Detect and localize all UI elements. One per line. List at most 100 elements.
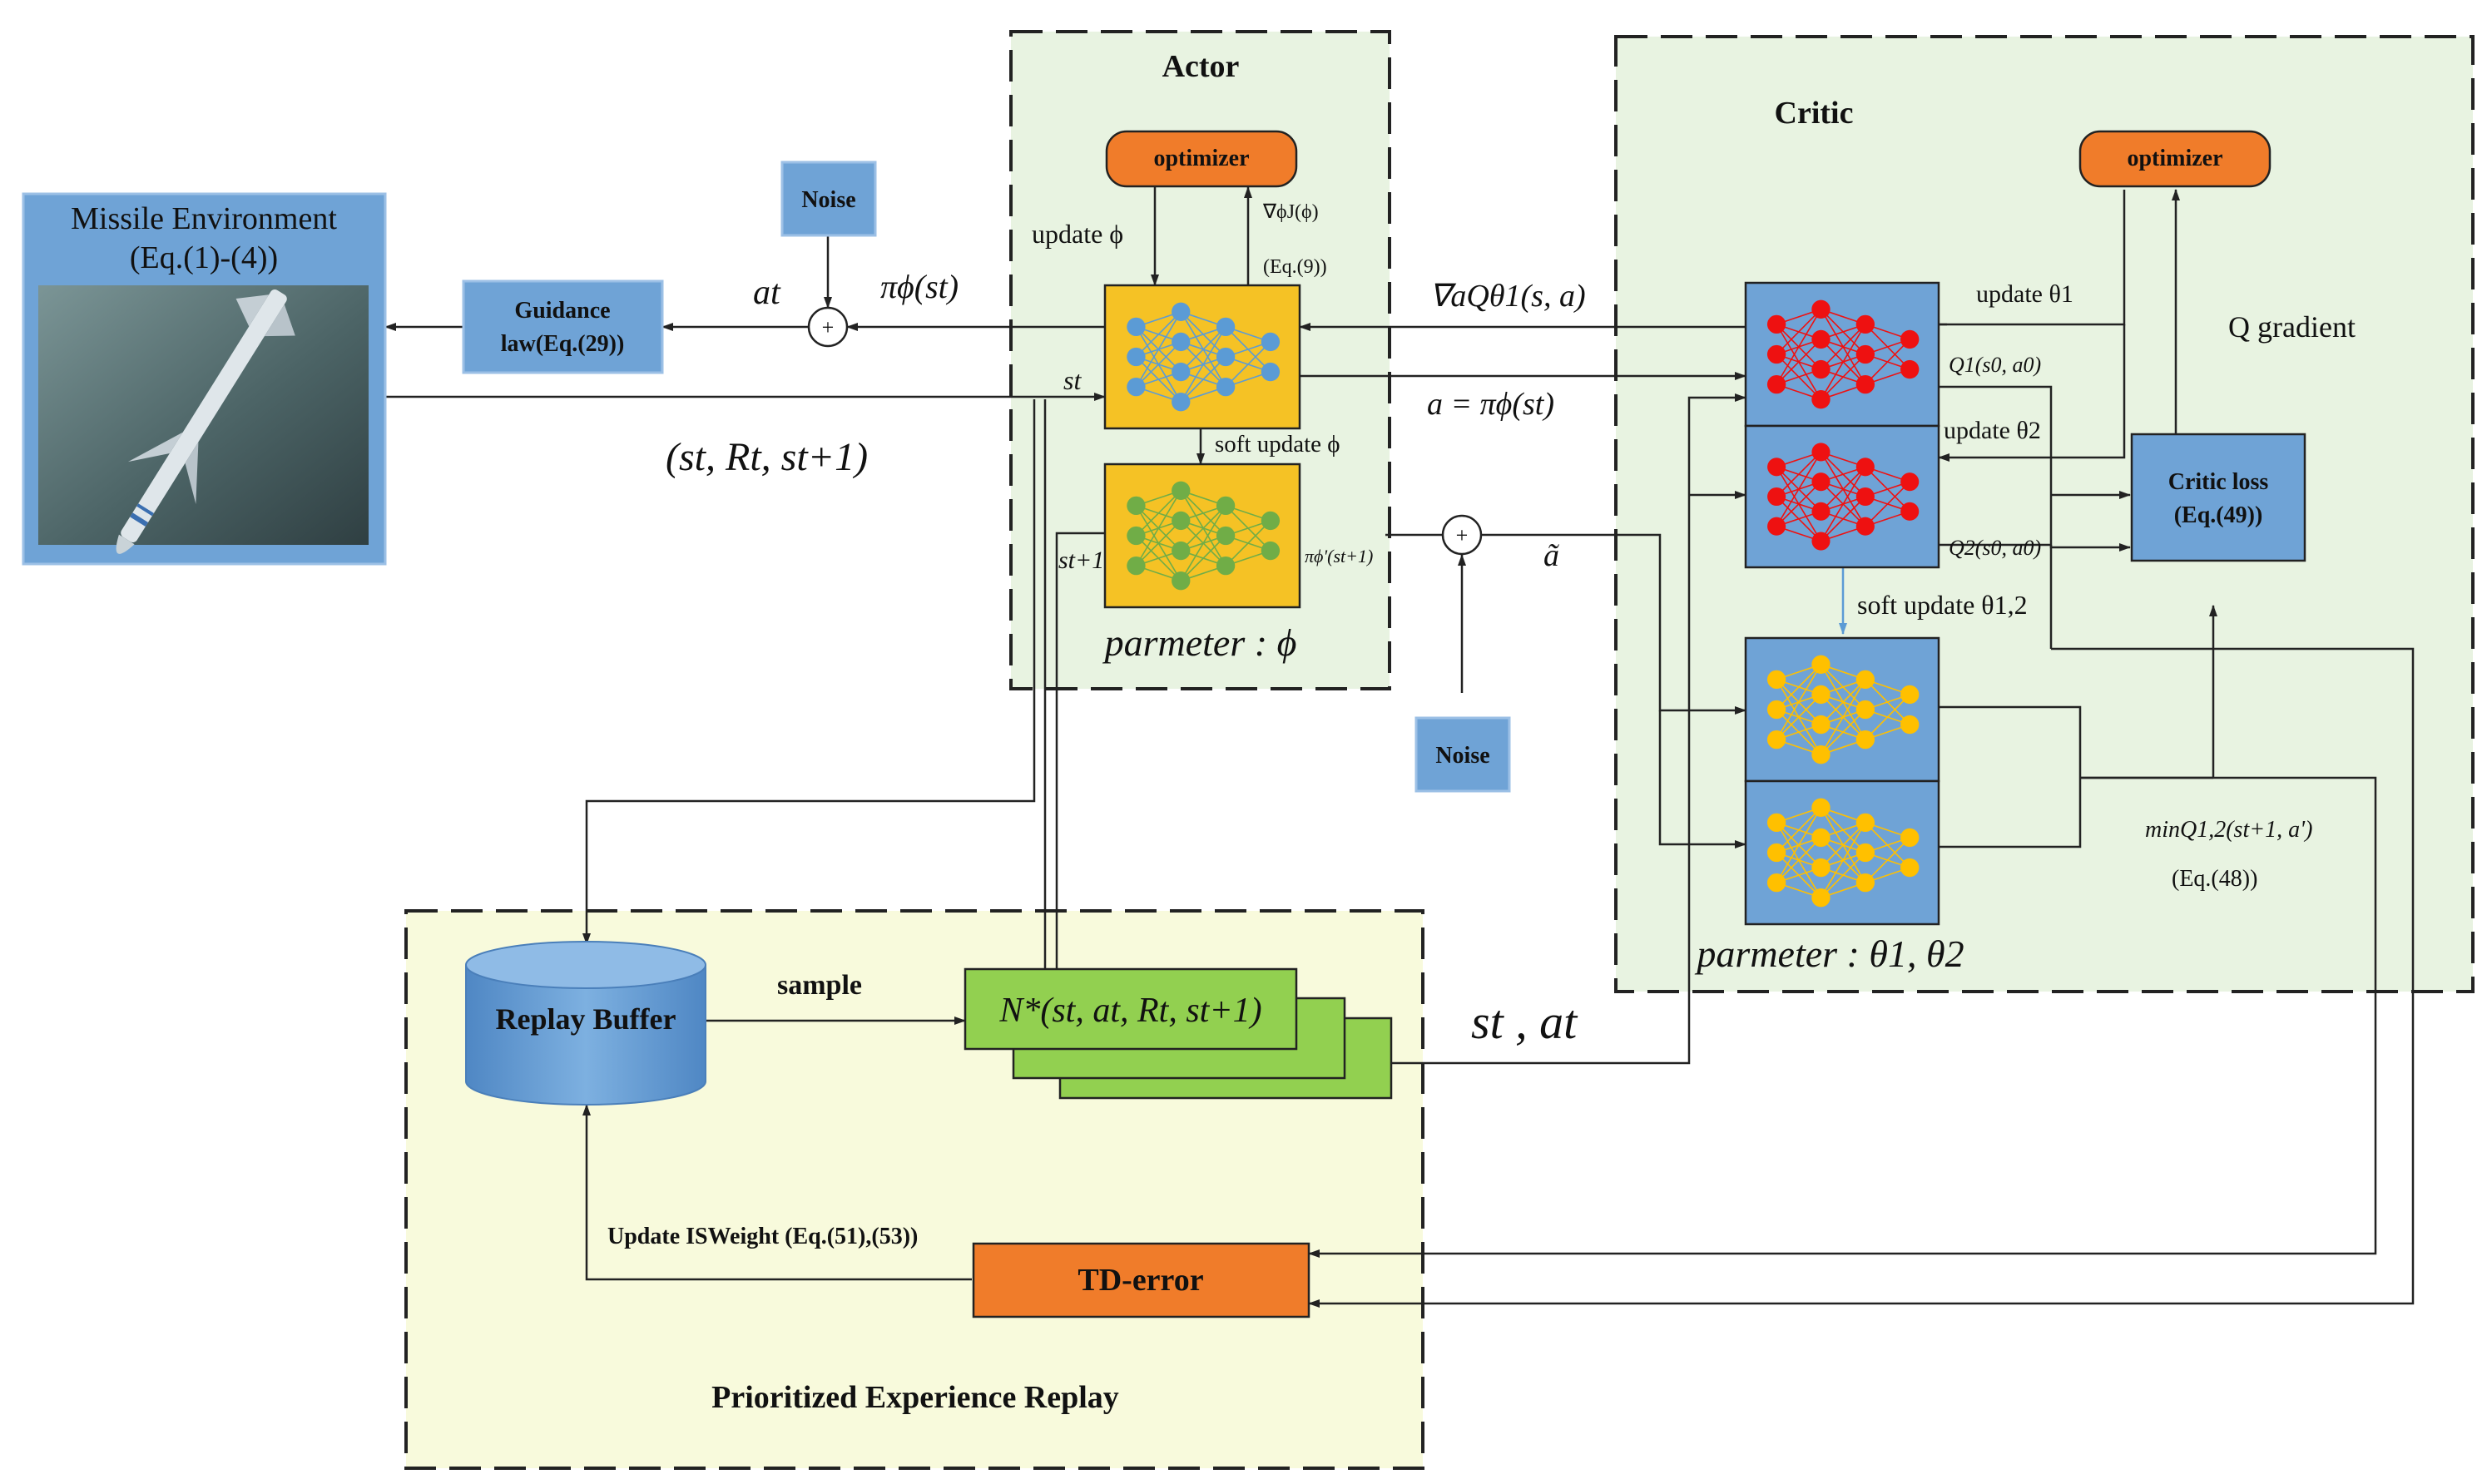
target-critic-network-2 <box>1744 779 1940 926</box>
target-critic1-net-node <box>1811 685 1831 705</box>
env-title-line1: Missile Environment <box>71 201 337 236</box>
critic1-net-edge <box>1776 339 1822 385</box>
critic-min-q: minQ1,2(st+1, a') <box>2145 817 2312 843</box>
critic2-net-edge <box>1820 496 1866 542</box>
critic1-net-edge <box>1865 339 1910 385</box>
signal-pi-st: πϕ(st) <box>880 268 959 305</box>
target-critic1-net-node <box>1855 670 1875 690</box>
target-actor-net-edge <box>1225 520 1271 566</box>
target-critic2-net-edge <box>1776 807 1822 883</box>
critic-optimizer: optimizer <box>2078 130 2271 188</box>
target-critic2-net-node <box>1766 813 1786 833</box>
critic2-net-edge <box>1776 452 1822 527</box>
target-actor-net-node <box>1216 496 1236 516</box>
actor-optimizer: optimizer <box>1105 130 1298 188</box>
critic-loss-line2: (Eq.(49)) <box>2174 502 2263 528</box>
target-critic1-net-node <box>1766 670 1786 690</box>
target-critic1-net-edge <box>1820 679 1866 725</box>
target-critic2-net-node <box>1855 813 1875 833</box>
critic-param: parmeter : θ1, θ2 <box>1694 932 1964 975</box>
critic1-net-edge <box>1776 309 1822 385</box>
signal-a-tilde: ã <box>1543 538 1559 573</box>
critic1-net-node <box>1811 390 1831 409</box>
critic-title: Critic <box>1775 96 1854 131</box>
critic-network-2 <box>1744 424 1940 569</box>
actor-net-edge <box>1180 326 1226 403</box>
critic2-net-edge <box>1820 466 1866 542</box>
target-critic2-net-node <box>1811 798 1831 817</box>
target-critic-network-1 <box>1744 636 1940 783</box>
critic2-net-node <box>1900 502 1920 521</box>
per-title: Prioritized Experience Replay <box>711 1380 1119 1415</box>
actor-net-edge <box>1135 311 1182 358</box>
critic2-net-node <box>1811 532 1831 551</box>
target-critic1-net-node <box>1811 745 1831 764</box>
target-actor-net-node <box>1127 526 1146 546</box>
actor-st-label: st <box>1063 365 1082 395</box>
target-critic2-net-edge <box>1865 837 1910 883</box>
critic1-net-node <box>1855 374 1875 394</box>
target-critic1-net-edge <box>1820 709 1866 755</box>
critic-network-1 <box>1744 281 1940 428</box>
critic2-net-edge <box>1776 451 1822 497</box>
signal-grad-q: ∇aQθ1(s, a) <box>1429 279 1586 314</box>
target-actor-net-node <box>1261 511 1281 531</box>
actor-st1-label: st+1 <box>1058 547 1104 574</box>
env-title-line2: (Eq.(1)-(4)) <box>130 240 278 275</box>
target-critic2-net-node <box>1855 843 1875 863</box>
target-critic1-net-node <box>1811 655 1831 674</box>
target-critic1-net-node <box>1900 715 1920 735</box>
actor-net-node <box>1127 377 1146 397</box>
actor-net-node <box>1127 317 1146 337</box>
critic-update-theta1: update θ1 <box>1976 280 2073 308</box>
guidance-line1: Guidance <box>514 298 610 324</box>
critic-min-eq: (Eq.(48)) <box>2172 866 2257 892</box>
actor-net-edge <box>1180 326 1226 373</box>
target-critic2-net-node <box>1900 858 1920 878</box>
critic1-net-node <box>1811 359 1831 379</box>
critic2-net-node <box>1811 443 1831 462</box>
target-critic2-net-edge <box>1820 822 1866 898</box>
actor-net-edge <box>1135 341 1182 388</box>
target-actor-net-node <box>1216 556 1236 576</box>
actor-title: Actor <box>1162 49 1240 84</box>
actor-net-node <box>1216 317 1236 337</box>
target-critic1-net-edge <box>1776 664 1822 710</box>
target-critic2-net-node <box>1900 828 1920 848</box>
actor-net-node <box>1261 362 1281 382</box>
target-critic2-net-node <box>1855 873 1875 893</box>
target-actor-net-node <box>1172 511 1191 531</box>
target-critic1-net-edge <box>1820 679 1866 755</box>
td-error-label: TD-error <box>1078 1263 1203 1298</box>
guidance-line2: law(Eq.(29)) <box>501 331 625 357</box>
actor-net-node <box>1172 302 1191 321</box>
critic-update-theta2: update θ2 <box>1944 417 2041 444</box>
target-actor-net-edge <box>1180 505 1226 581</box>
critic1-net-node <box>1766 344 1786 364</box>
target-actor-net-node <box>1172 571 1191 591</box>
critic1-net-node <box>1811 329 1831 349</box>
critic1-net-node <box>1855 344 1875 364</box>
critic2-net-node <box>1855 458 1875 477</box>
critic-loss-line1: Critic loss <box>2168 469 2269 495</box>
missile-image <box>38 285 369 554</box>
target-critic1-net-node <box>1855 730 1875 749</box>
actor-optimizer-label: optimizer <box>1153 146 1249 171</box>
critic2-net-node <box>1767 458 1786 477</box>
target-policy-label: πϕ'(st+1) <box>1305 546 1373 566</box>
target-critic1-net-edge <box>1776 664 1822 740</box>
target-critic1-net-node <box>1855 700 1875 720</box>
actor-grad-label: ∇ϕJ(ϕ) <box>1262 201 1319 223</box>
actor-net-edge <box>1135 311 1182 388</box>
critic2-net-node <box>1855 487 1875 507</box>
actor-net-node <box>1216 347 1236 367</box>
target-critic2-net-edge <box>1776 807 1822 853</box>
guidance-law-box: Guidance law(Eq.(29)) <box>462 279 664 374</box>
noise-top-box: Noise <box>780 161 877 237</box>
target-critic2-net-node <box>1766 873 1786 893</box>
actor-soft-update: soft update ϕ <box>1215 431 1340 458</box>
target-actor-net-node <box>1216 526 1236 546</box>
target-critic1-net-node <box>1811 715 1831 735</box>
target-actor-net-edge <box>1180 535 1226 581</box>
